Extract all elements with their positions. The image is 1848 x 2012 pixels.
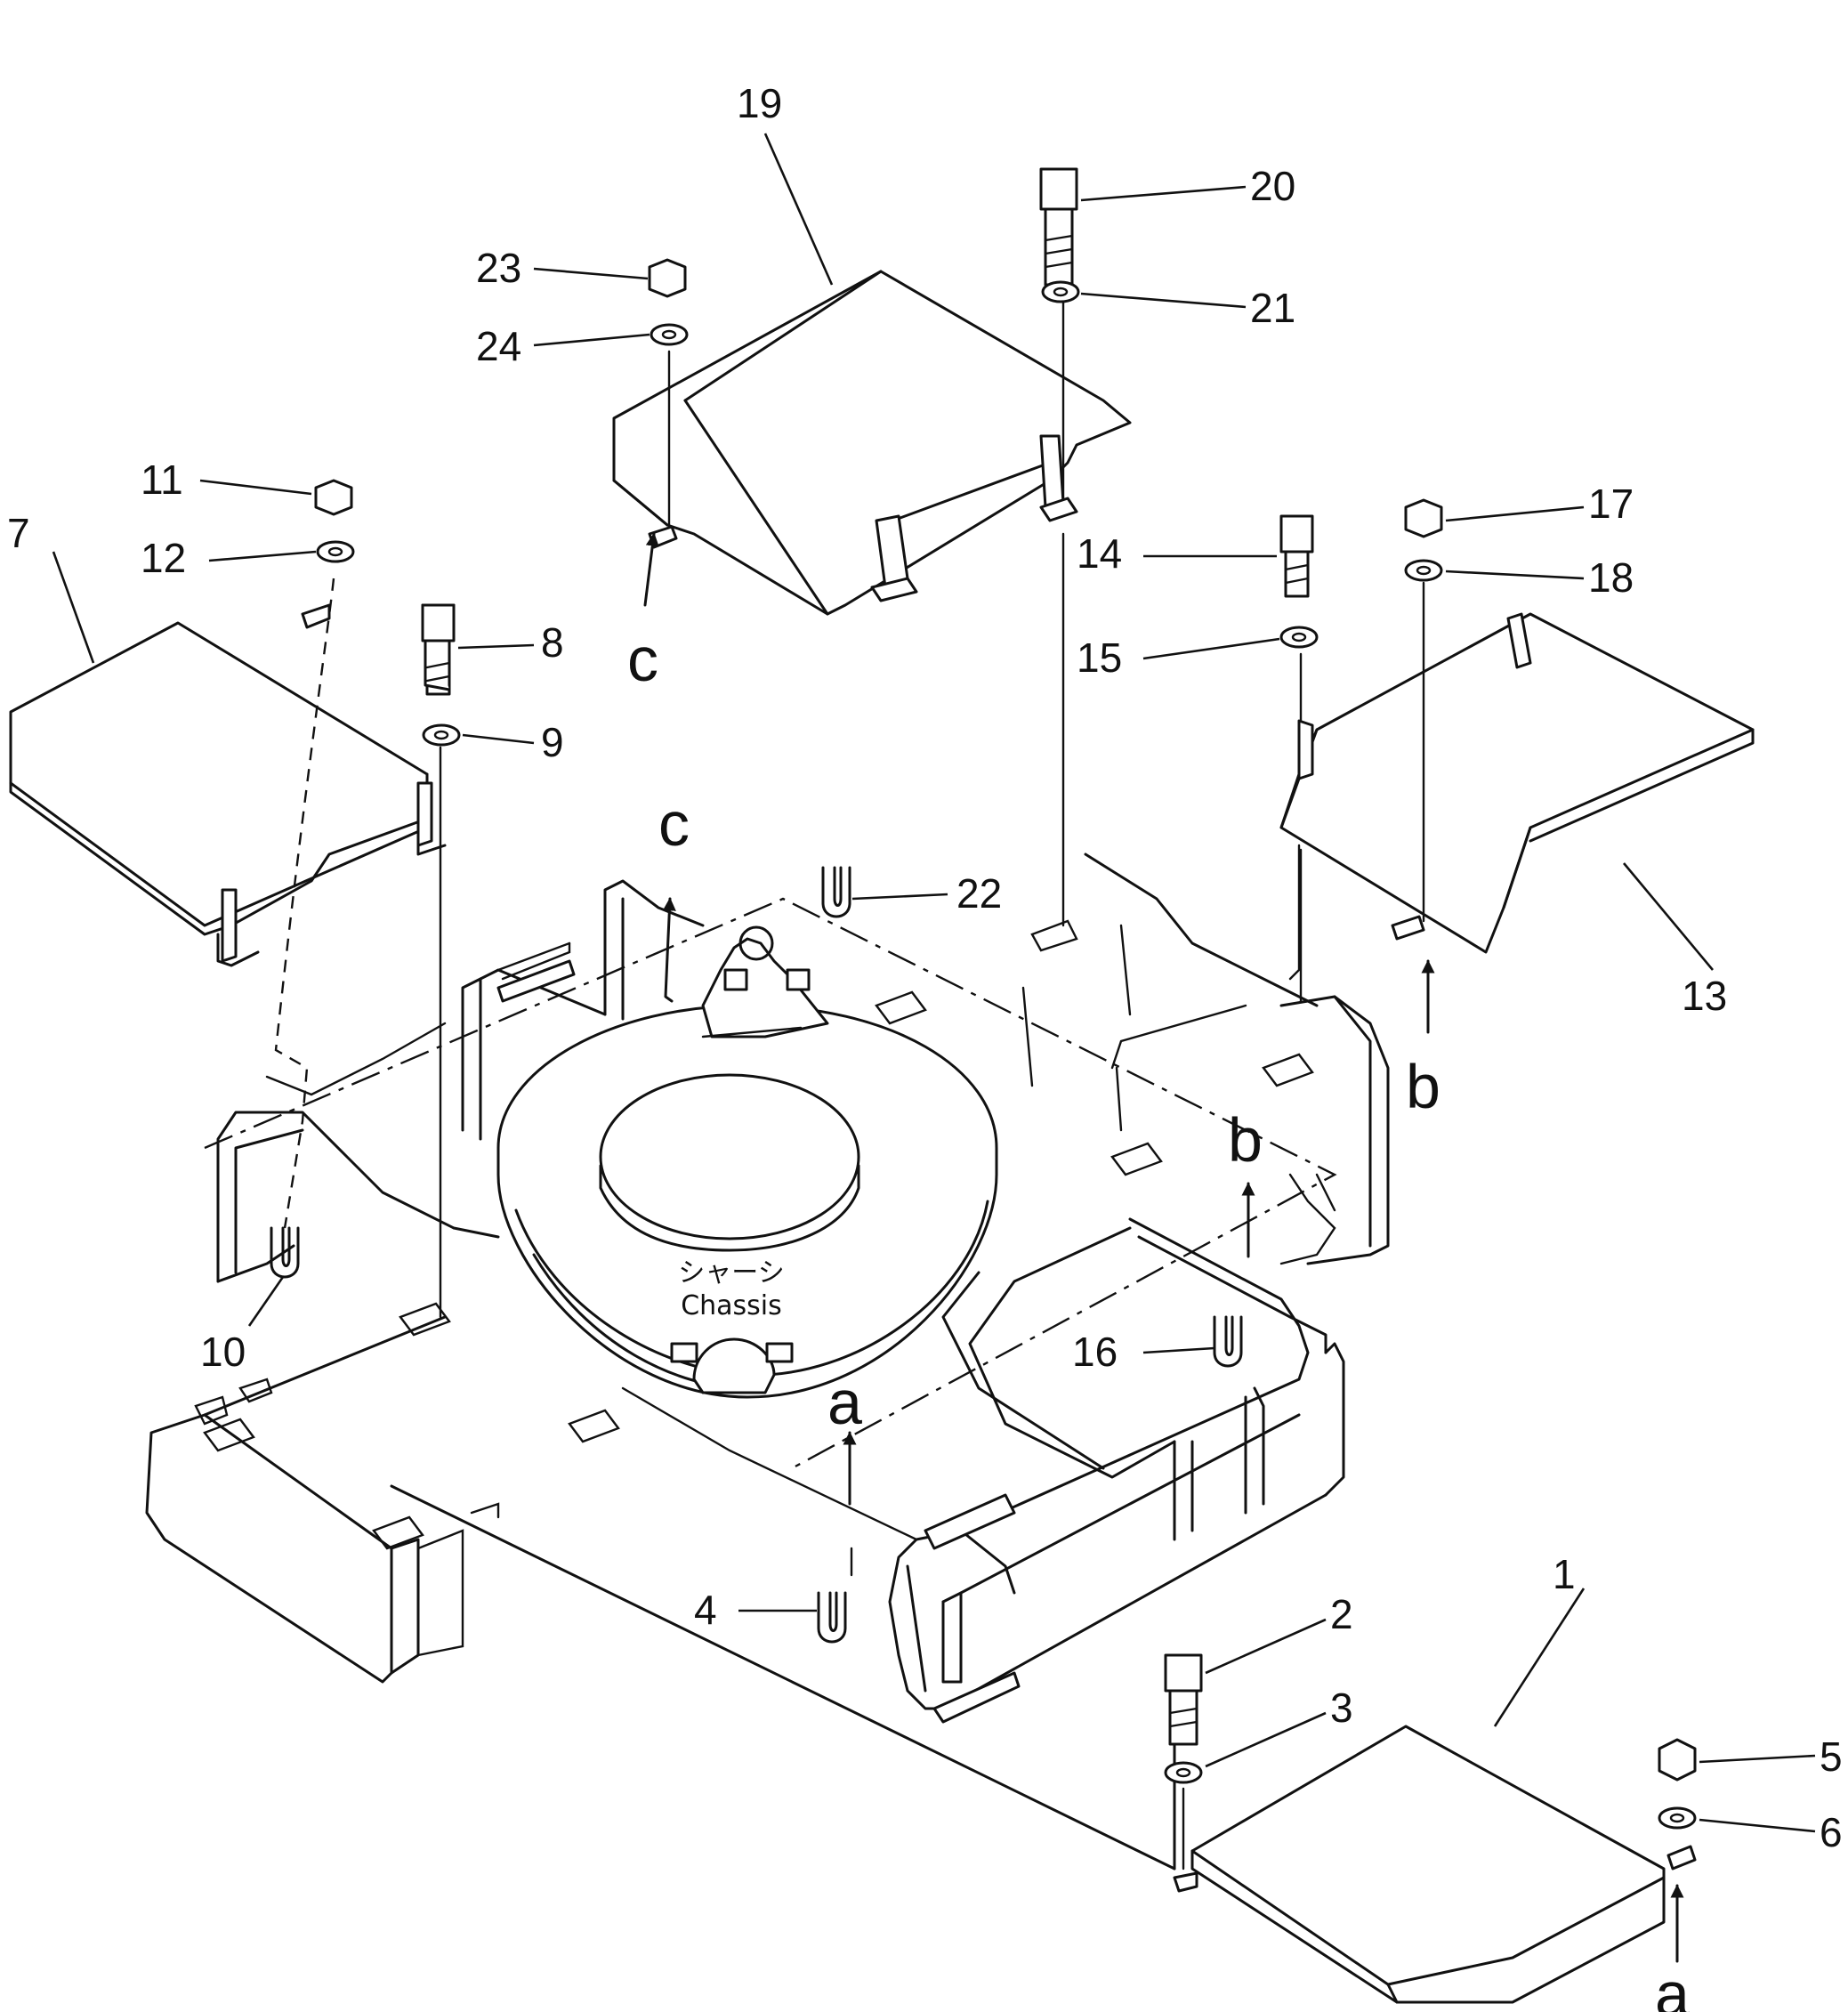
- cover-7: [9, 603, 447, 967]
- view-letter-b-1: b: [1406, 1052, 1440, 1121]
- callout-12: 12: [141, 535, 186, 581]
- callout-15: 15: [1077, 634, 1122, 681]
- callout-19: 19: [737, 80, 782, 126]
- cover-19: [612, 270, 1132, 616]
- view-letter-a-2: a: [827, 1368, 862, 1437]
- view-letter-a-1: a: [1655, 1959, 1690, 2012]
- callout-leaders: [52, 133, 1816, 1833]
- callout-21: 21: [1250, 285, 1295, 331]
- chassis-frame: [145, 844, 1390, 1871]
- chassis-label-jp: シャーシ: [678, 1257, 784, 1289]
- callout-24: 24: [476, 323, 521, 369]
- assembly-lines: [274, 301, 1425, 1871]
- callout-8: 8: [541, 619, 564, 666]
- callout-2: 2: [1330, 1591, 1353, 1637]
- callout-17: 17: [1588, 481, 1634, 527]
- view-letter-b-2: b: [1228, 1105, 1263, 1175]
- callout-6: 6: [1820, 1809, 1843, 1855]
- callout-22: 22: [956, 870, 1002, 917]
- chassis-label-en: Chassis: [681, 1290, 782, 1321]
- callout-7: 7: [7, 510, 30, 556]
- callout-1: 1: [1553, 1551, 1576, 1597]
- cover-1: [1173, 1725, 1697, 2004]
- callout-9: 9: [541, 719, 564, 765]
- cover-13: [1279, 612, 1755, 954]
- view-letter-c-1: c: [627, 625, 658, 694]
- callout-18: 18: [1588, 554, 1634, 601]
- view-letter-c-2: c: [658, 789, 690, 859]
- callout-10: 10: [200, 1329, 246, 1375]
- callout-4: 4: [694, 1587, 717, 1633]
- callout-3: 3: [1330, 1685, 1353, 1731]
- view-arrows: a a b b c c: [627, 532, 1690, 2012]
- callout-20: 20: [1250, 163, 1295, 209]
- callout-13: 13: [1682, 973, 1727, 1019]
- callout-14: 14: [1077, 530, 1122, 577]
- callout-16: 16: [1072, 1329, 1118, 1375]
- callout-numbers: 1 2 3 4 5 6 7 8 9 10 11 12 13 14 15 16 1…: [7, 80, 1843, 1855]
- callout-11: 11: [141, 457, 183, 503]
- callout-5: 5: [1820, 1733, 1843, 1780]
- swing-ring: シャーシ Chassis: [496, 925, 998, 1399]
- fasteners: [270, 167, 1697, 1830]
- callout-23: 23: [476, 245, 521, 291]
